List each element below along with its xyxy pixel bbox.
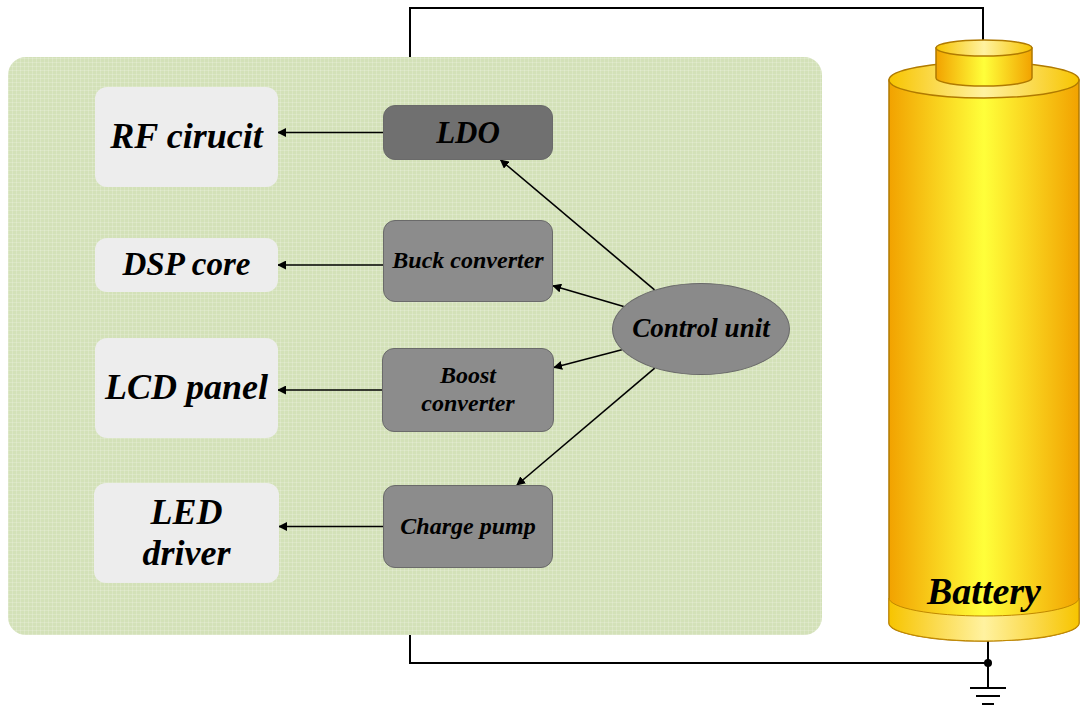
positive-wire bbox=[410, 8, 983, 57]
regulator-box: Boost converter bbox=[382, 348, 554, 432]
connector-arrow bbox=[279, 526, 383, 528]
battery-cap-top bbox=[936, 40, 1032, 56]
regulator-box: Buck converter bbox=[383, 220, 553, 302]
node-label: Buck converter bbox=[392, 247, 543, 275]
regulator-box: LDO bbox=[383, 105, 553, 160]
connector-arrow bbox=[278, 132, 383, 134]
ground-lead bbox=[987, 663, 989, 688]
node-label: RF cirucit bbox=[110, 116, 262, 157]
led-block: LED driver bbox=[94, 483, 279, 583]
ground-symbol bbox=[982, 703, 994, 705]
connector-arrow bbox=[278, 389, 382, 391]
connector-arrow bbox=[553, 286, 624, 307]
node-label: Control unit bbox=[632, 313, 769, 344]
battery-cell: Battery bbox=[888, 38, 1080, 648]
control-ellipse: Control unit bbox=[612, 283, 789, 375]
node-label: LED driver bbox=[103, 492, 270, 575]
node-label: Battery bbox=[927, 570, 1041, 614]
node-label: Charge pump bbox=[400, 513, 535, 541]
lcd-block: LCD panel bbox=[95, 338, 278, 438]
connector-arrow bbox=[554, 350, 622, 368]
node-label: LCD panel bbox=[105, 367, 268, 408]
battery-illustration bbox=[888, 38, 1080, 648]
node-label: DSP core bbox=[122, 246, 250, 284]
node-label: LDO bbox=[436, 115, 500, 151]
dsp-block: DSP core bbox=[95, 238, 278, 292]
rf-circuit-block: RF cirucit bbox=[95, 87, 278, 187]
battery-body bbox=[889, 80, 1079, 641]
ground-symbol bbox=[970, 687, 1006, 689]
connector-arrow bbox=[278, 264, 383, 266]
regulator-box: Charge pump bbox=[383, 485, 553, 568]
node-label: Boost converter bbox=[391, 362, 545, 417]
ground-symbol bbox=[976, 695, 1000, 697]
negative-wire bbox=[410, 635, 988, 663]
